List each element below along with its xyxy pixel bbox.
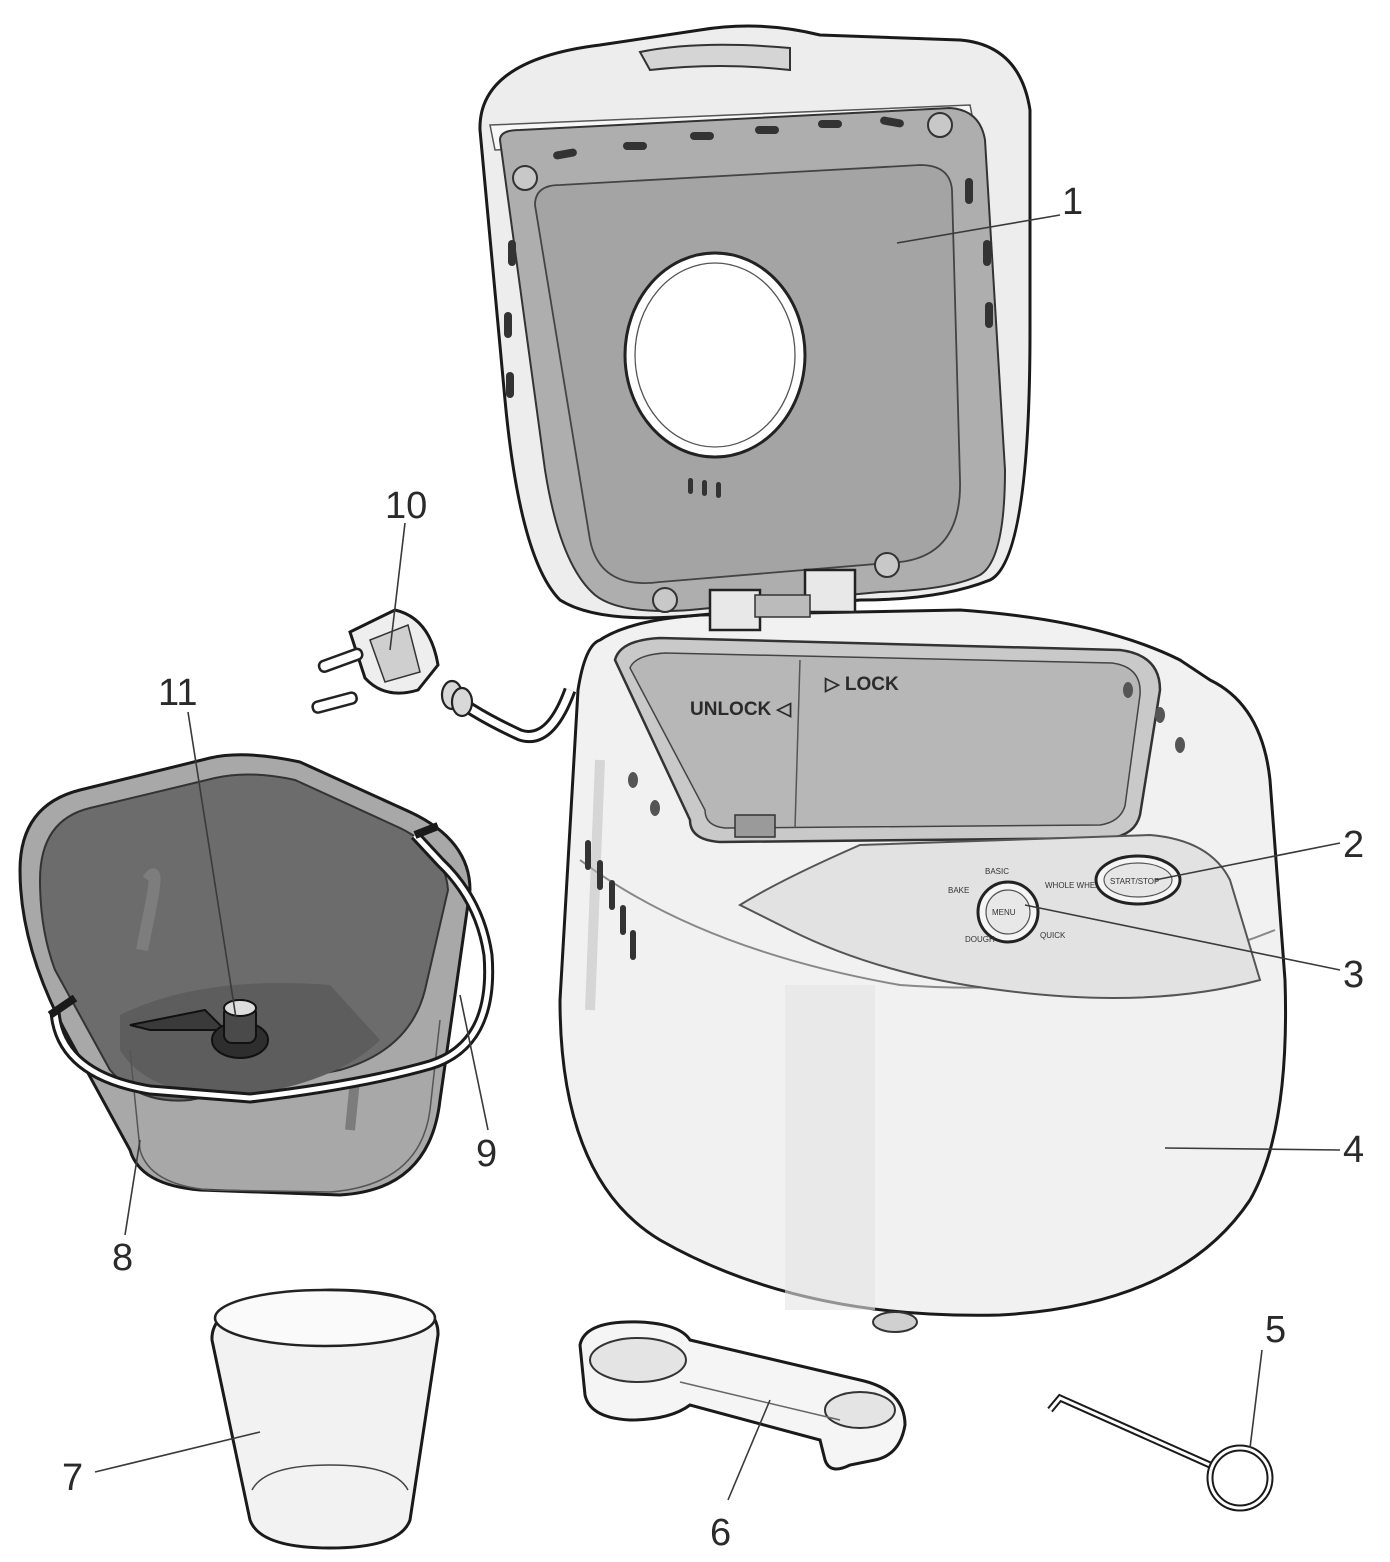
callout-labels: 1 2 3 4 5 6 7 8 9 10 11 [62,181,1364,1554]
callout-10: 10 [385,485,427,527]
callout-2: 2 [1343,824,1364,866]
callout-11: 11 [158,672,197,714]
kneading-paddle [129,999,269,1059]
start-stop-label: START/STOP [1110,877,1159,886]
measuring-spoon [578,1320,907,1471]
callout-1: 1 [1062,181,1083,223]
dial-quick-label: QUICK [1040,931,1066,940]
dial-dough-label: DOUGH [965,935,995,944]
callout-9: 9 [476,1133,497,1175]
callout-5: 5 [1265,1309,1286,1351]
callout-7: 7 [62,1457,83,1499]
callout-3: 3 [1343,954,1364,996]
paddle-removal-hook [1047,1393,1274,1512]
control-panel: MENU BASIC WHOLE WHEAT BAKE DOUGH QUICK … [737,833,1262,999]
unlock-marking: UNLOCK ◁ [690,699,792,720]
callout-4: 4 [1343,1129,1364,1171]
pan-handle [47,822,495,1104]
menu-button[interactable]: MENU [976,880,1040,944]
dial-basic-label: BASIC [985,867,1009,876]
dial-bake-label: BAKE [948,886,969,895]
measuring-cup [210,1288,440,1550]
power-plug [311,608,577,743]
callout-8: 8 [112,1237,133,1279]
leader-lines [94,214,1341,1501]
start-stop-button[interactable]: START/STOP [1094,854,1182,906]
callout-6: 6 [710,1512,731,1554]
menu-label: MENU [992,908,1016,917]
dial-whole-wheat-label: WHOLE WHEAT [1045,881,1105,890]
bread-pan [18,753,495,1197]
machine-top-opening: UNLOCK ◁ ▷ LOCK [585,636,1185,960]
lock-marking: ▷ LOCK [824,674,899,695]
lid [478,24,1032,632]
